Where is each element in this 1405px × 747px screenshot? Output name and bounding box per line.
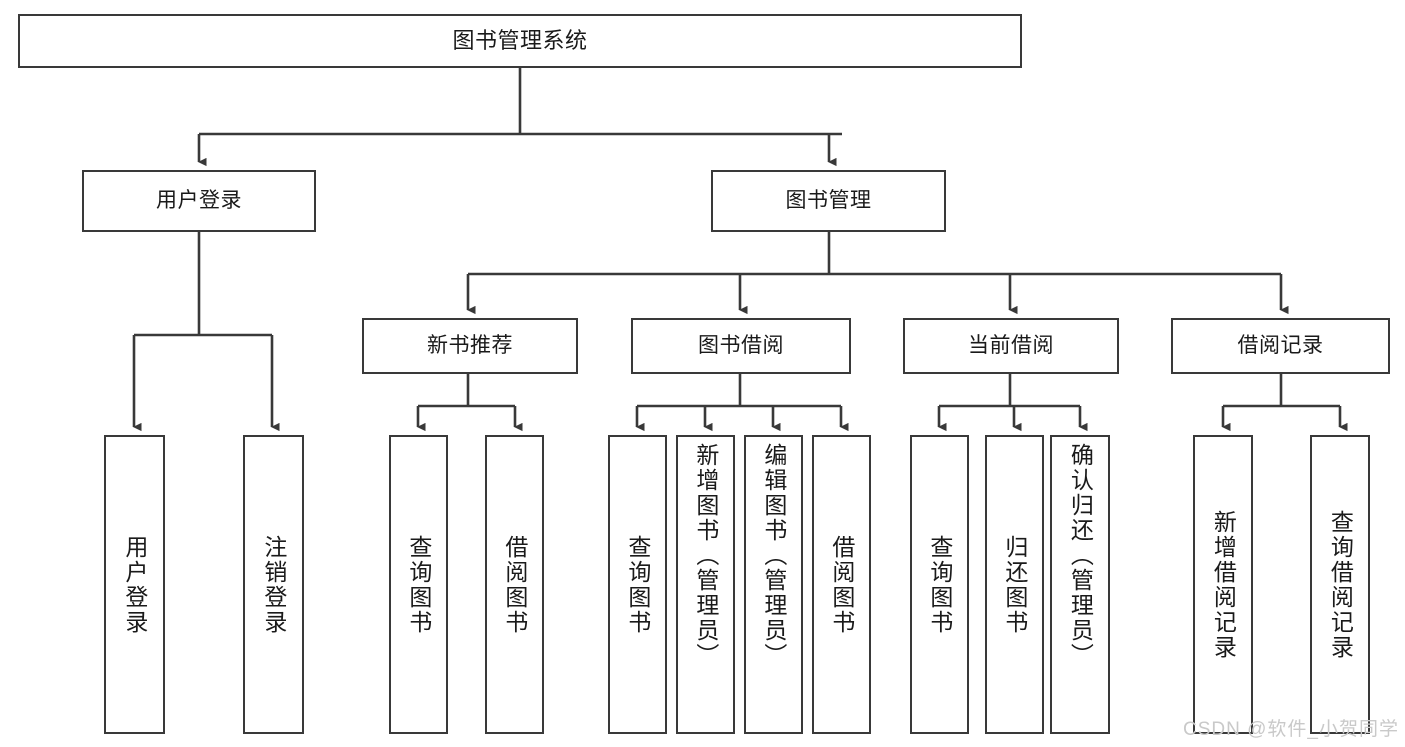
node-leaf-user-login-login[interactable]: 用户登录 — [104, 435, 165, 734]
node-label: 查询图书 — [405, 534, 432, 635]
node-label: 查询图书 — [624, 534, 651, 635]
node-leaf-book-borrow-edit[interactable]: 编辑图书（管理员） — [744, 435, 803, 734]
node-borrow-record[interactable]: 借阅记录 — [1171, 318, 1390, 374]
node-label: 图书管理 — [785, 189, 872, 213]
node-label: 确认归还（管理员） — [1067, 443, 1094, 668]
node-book-borrow[interactable]: 图书借阅 — [631, 318, 851, 374]
node-label: 图书管理系统 — [452, 27, 588, 53]
node-leaf-current-borrow-return[interactable]: 归还图书 — [985, 435, 1044, 734]
node-label: 查询图书 — [926, 534, 953, 635]
node-leaf-new-book-query[interactable]: 查询图书 — [389, 435, 448, 734]
node-label: 新书推荐 — [427, 334, 513, 358]
node-label: 用户登录 — [121, 534, 148, 635]
node-label: 借阅记录 — [1237, 334, 1324, 358]
node-label: 用户登录 — [156, 189, 242, 213]
node-label: 编辑图书（管理员） — [760, 443, 787, 668]
node-leaf-borrow-record-query[interactable]: 查询借阅记录 — [1310, 435, 1370, 734]
node-leaf-current-borrow-confirm-return[interactable]: 确认归还（管理员） — [1050, 435, 1110, 734]
node-label: 图书借阅 — [698, 334, 784, 358]
node-label: 借阅图书 — [501, 534, 528, 635]
node-leaf-new-book-borrow[interactable]: 借阅图书 — [485, 435, 544, 734]
node-leaf-user-login-logout[interactable]: 注销登录 — [243, 435, 304, 734]
node-user-login[interactable]: 用户登录 — [82, 170, 316, 232]
node-label: 当前借阅 — [968, 334, 1054, 358]
node-leaf-borrow-record-add[interactable]: 新增借阅记录 — [1193, 435, 1253, 734]
node-leaf-book-borrow-borrow[interactable]: 借阅图书 — [812, 435, 871, 734]
node-leaf-current-borrow-query[interactable]: 查询图书 — [910, 435, 969, 734]
node-label: 新增借阅记录 — [1210, 509, 1237, 660]
node-label: 注销登录 — [260, 534, 287, 635]
node-label: 查询借阅记录 — [1327, 509, 1354, 660]
node-current-borrow[interactable]: 当前借阅 — [903, 318, 1119, 374]
node-book-management[interactable]: 图书管理 — [711, 170, 946, 232]
node-new-book-recommend[interactable]: 新书推荐 — [362, 318, 578, 374]
node-root-library-management-system[interactable]: 图书管理系统 — [18, 14, 1022, 68]
node-label: 归还图书 — [1001, 534, 1028, 635]
node-label: 借阅图书 — [828, 534, 855, 635]
node-leaf-book-borrow-add[interactable]: 新增图书（管理员） — [676, 435, 735, 734]
node-label: 新增图书（管理员） — [692, 443, 719, 668]
node-leaf-book-borrow-query[interactable]: 查询图书 — [608, 435, 667, 734]
